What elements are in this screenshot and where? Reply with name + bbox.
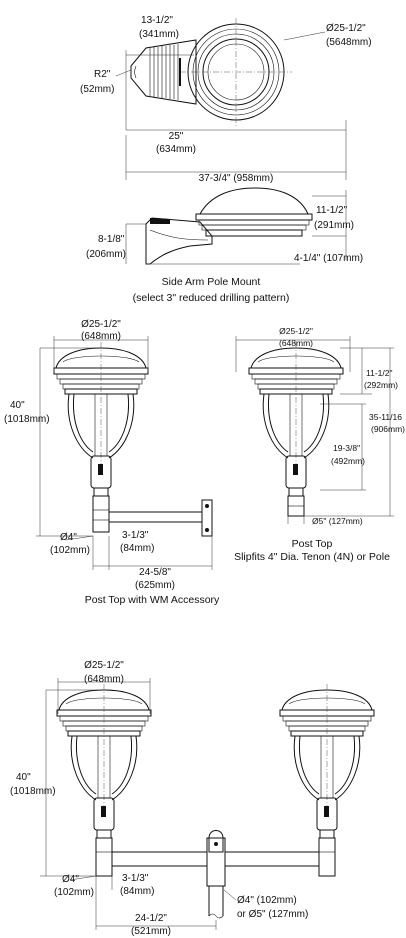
twin-arm-left [111, 851, 208, 867]
post-top-head-mm: (292mm) [364, 380, 398, 390]
wm-accessory-view: Ø25-1/2" (648mm) 40" (1018mm) Ø4" (102mm… [4, 319, 220, 606]
top-radius-mm: (52mm) [80, 84, 114, 95]
twin-tenon-right [318, 837, 336, 877]
post-top-head: 11-1/2" [366, 368, 393, 378]
wm-wall-arm [108, 511, 203, 523]
top-diameter-mm: (5648mm) [326, 37, 372, 48]
post-top-diameter-mm: (648mm) [279, 338, 313, 348]
side-arm-height: 8-1/8" [98, 234, 125, 245]
wm-tenon [92, 495, 110, 533]
twin-pole-dia-alt: or Ø5" (127mm) [237, 909, 308, 920]
post-top-overall-mm: (906mm) [371, 424, 405, 434]
wm-diameter: Ø25-1/2" [81, 319, 121, 330]
twin-diameter: Ø25-1/2" [84, 660, 124, 671]
side-view: 11-1/2" (291mm) 8-1/8" (206mm) 4-1/4" (1… [86, 187, 363, 304]
twin-clearance: 3-1/3" [122, 873, 149, 884]
top-diameter: Ø25-1/2" [326, 23, 366, 34]
arm-fins [149, 44, 181, 100]
top-arm-depth-mm: (341mm) [139, 29, 179, 40]
post-top-caption-title: Post Top [292, 538, 333, 550]
side-offset: 4-1/4" (107mm) [294, 253, 363, 264]
wm-reach-mm: (625mm) [135, 580, 175, 591]
twin-diameter-mm: (648mm) [84, 674, 124, 685]
arm-outline [130, 39, 197, 105]
side-dome [199, 187, 309, 215]
post-top-body: 19-3/8" [333, 443, 360, 453]
post-top-diameter: Ø25-1/2" [279, 326, 313, 336]
post-top-luminaire [248, 341, 344, 497]
wm-caption: Post Top with WM Accessory [85, 594, 220, 606]
top-head-length-mm: (634mm) [156, 144, 196, 155]
wm-diameter-mm: (648mm) [81, 331, 121, 342]
post-top-overall: 35-11/16 [369, 412, 402, 422]
twin-pole-dia: Ø4" (102mm) [237, 895, 297, 906]
wm-height: 40" [10, 400, 25, 411]
twin-arm-right [224, 851, 320, 867]
wm-luminaire [53, 341, 149, 497]
wm-tenon-dia: Ø4" [60, 532, 77, 543]
twin-clearance-mm: (84mm) [120, 886, 154, 897]
post-top-body-mm: (492mm) [331, 456, 365, 466]
wm-tenon-dia-mm: (102mm) [50, 545, 90, 556]
twin-tenon-dia: Ø4" [62, 874, 79, 885]
twin-hub [206, 837, 226, 887]
wm-clearance-mm: (84mm) [120, 543, 154, 554]
twin-luminaire-left [56, 683, 152, 839]
twin-mount-view: Ø25-1/2" (648mm) 40" (1018mm) Ø4" (102mm… [10, 660, 375, 937]
post-top-caption-note: Slipfits 4" Dia. Tenon (4N) or Pole [234, 551, 390, 563]
top-head-length: 25" [169, 131, 184, 142]
twin-pole [208, 886, 224, 916]
top-view: 13-1/2" (341mm) Ø25-1/2" (5648mm) R2" (5… [80, 15, 372, 184]
wm-wall-plate [201, 499, 213, 537]
side-head-height: 11-1/2" [316, 205, 348, 216]
twin-height-mm: (1018mm) [10, 786, 56, 797]
twin-reach-mm: (521mm) [131, 926, 171, 937]
side-arm-height-mm: (206mm) [86, 249, 126, 260]
side-head-height-mm: (291mm) [314, 220, 354, 231]
wm-reach: 24-5/8" [139, 567, 171, 578]
top-overall-length: 37-3/4" (958mm) [199, 173, 274, 184]
twin-reach: 24-1/2" [135, 913, 167, 924]
side-caption-title: Side Arm Pole Mount [162, 276, 261, 288]
side-arm [145, 217, 213, 265]
twin-hub-cap [208, 830, 224, 853]
twin-tenon-left [95, 837, 113, 877]
post-top-view: Ø25-1/2" (648mm) 11-1/2" (292mm) 35-11/1… [234, 326, 405, 563]
wm-height-mm: (1018mm) [4, 414, 50, 425]
top-arm-depth: 13-1/2" [141, 15, 173, 26]
top-radius: R2" [94, 69, 111, 80]
side-caption-note: (select 3" reduced drilling pattern) [133, 292, 290, 304]
twin-luminaire-right [279, 683, 375, 839]
twin-tenon-dia-mm: (102mm) [54, 887, 94, 898]
post-top-base-dia: Ø5" (127mm) [312, 516, 363, 526]
twin-height: 40" [16, 772, 31, 783]
wm-clearance: 3-1/3" [122, 530, 149, 541]
